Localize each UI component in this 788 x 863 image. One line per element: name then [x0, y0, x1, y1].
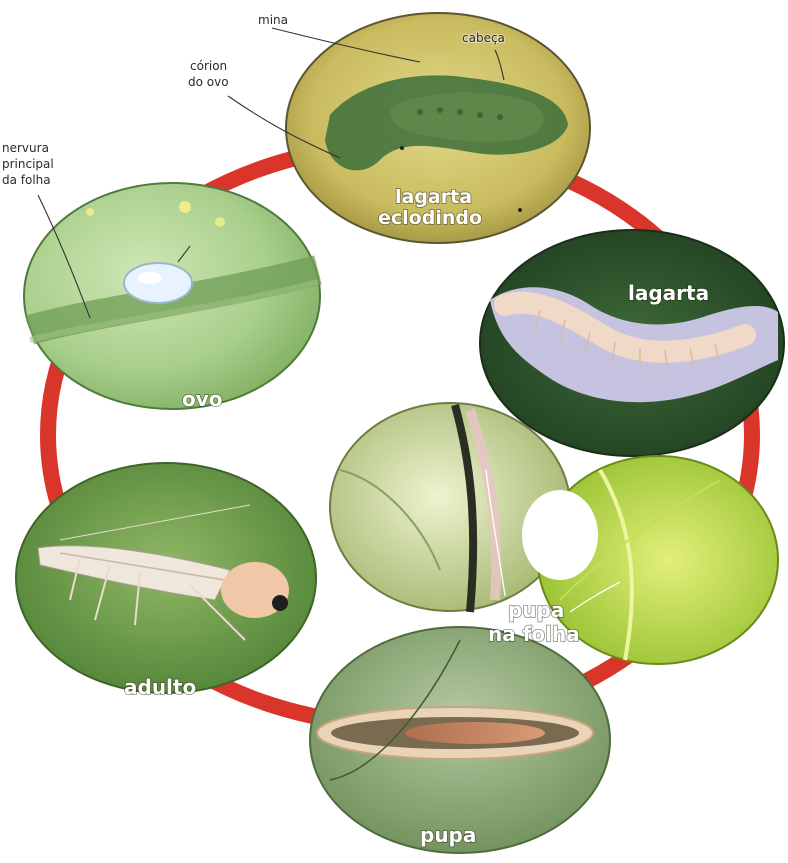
label-mina: mina [258, 13, 288, 27]
label-nervura-3: da folha [2, 173, 51, 187]
label-ovo: ovo [182, 387, 223, 411]
label-pupa-na-folha-2: na folha [488, 622, 580, 646]
label-pupa: pupa [420, 823, 476, 847]
larva-image [480, 230, 784, 456]
adult-image [16, 463, 316, 693]
label-pupa-na-folha-1: pupa [508, 598, 564, 622]
label-lagarta-eclodindo-2: eclodindo [378, 207, 482, 229]
label-corion-1: córion [190, 59, 227, 73]
label-corion-2: do ovo [188, 75, 229, 89]
label-cabeca: cabeça [462, 31, 505, 45]
label-adulto: adulto [124, 675, 196, 699]
pupa-image [310, 627, 610, 853]
label-lagarta: lagarta [628, 281, 709, 305]
egg-image [24, 183, 320, 409]
label-nervura-2: principal [2, 157, 54, 171]
label-lagarta-eclodindo-1: lagarta [395, 186, 472, 208]
label-nervura-1: nervura [2, 141, 49, 155]
